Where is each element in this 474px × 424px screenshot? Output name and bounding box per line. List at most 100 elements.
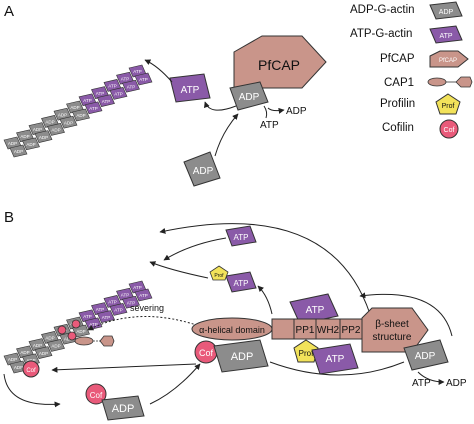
svg-text:ATP: ATP xyxy=(83,314,91,319)
alpha-helical-domain: α-helical domain xyxy=(191,317,273,341)
cofilin-on-filament: Cof xyxy=(22,319,81,378)
atp-bound-under-wh2: ATP xyxy=(311,343,359,375)
arrow-to-pfcap-a xyxy=(214,113,239,157)
adp-free-b: ADP xyxy=(101,395,145,421)
svg-text:ATP: ATP xyxy=(326,354,345,365)
legend-cap1-label: CAP1 xyxy=(384,77,414,89)
svg-text:ADP: ADP xyxy=(14,149,23,154)
actin-subunit: ADP xyxy=(47,123,65,136)
atp-profilin-complex: ATP Prof xyxy=(209,265,257,293)
arrow-beta-to-atp xyxy=(359,292,453,337)
svg-text:ATP: ATP xyxy=(121,76,129,81)
actin-subunit: ADP xyxy=(34,346,53,359)
pfcap-label: PfCAP xyxy=(258,57,300,73)
exchange-in-b: ATP xyxy=(412,378,431,389)
svg-text:ADP: ADP xyxy=(112,403,135,415)
arrow-atp-in-a xyxy=(263,105,268,119)
svg-text:ATP: ATP xyxy=(306,305,325,316)
atp-monomer-label: ATP xyxy=(181,85,200,96)
svg-text:Prof: Prof xyxy=(299,349,314,358)
adp-bound-beta: ADP xyxy=(403,339,449,371)
svg-text:ADP: ADP xyxy=(70,105,79,110)
actin-subunit: ATP xyxy=(84,101,103,115)
svg-text:ADP: ADP xyxy=(39,135,48,140)
svg-text:ATP: ATP xyxy=(108,300,116,305)
svg-text:ATP: ATP xyxy=(114,92,122,97)
actin-subunit: ATP xyxy=(122,295,140,309)
actin-filament-a: ADPADPADPADPADPADPADPADPADPADPADPADPATPA… xyxy=(3,64,153,158)
legend-cofilin-icon: Cof xyxy=(439,119,459,139)
legend-profilin-icon: Prof xyxy=(435,93,461,115)
svg-text:ATP: ATP xyxy=(234,233,249,242)
legend-cap1-icon xyxy=(427,76,473,88)
actin-subunit: ADP xyxy=(72,108,90,122)
beta-sheet-structure: β-sheet structure xyxy=(361,307,429,353)
svg-text:ATP: ATP xyxy=(139,77,147,82)
arrow-to-atp-profilin xyxy=(257,285,273,315)
exchange-out-b: ADP xyxy=(446,378,467,389)
svg-text:ADP: ADP xyxy=(8,141,17,146)
svg-text:ATP: ATP xyxy=(108,84,116,89)
panel-b-label: B xyxy=(4,209,14,226)
exchange-in-a: ATP xyxy=(260,120,279,131)
beta-sheet-line1: β-sheet xyxy=(375,319,409,330)
legend-pfcap-label: PfCAP xyxy=(380,53,415,65)
svg-text:ATP: ATP xyxy=(439,33,452,40)
svg-text:ADP: ADP xyxy=(14,365,23,370)
svg-text:ATP: ATP xyxy=(114,308,122,313)
svg-text:ATP: ATP xyxy=(133,285,141,290)
arrow-cap-to-filament xyxy=(51,363,197,373)
adp-bound-alpha: ADP xyxy=(213,339,269,373)
arrow-to-filament-a xyxy=(144,59,173,83)
actin-subunit: ADP xyxy=(47,339,65,352)
wh2-label: WH2 xyxy=(317,325,340,336)
svg-text:ATP: ATP xyxy=(133,69,141,74)
svg-text:Cof: Cof xyxy=(26,368,36,374)
svg-text:ADP: ADP xyxy=(64,336,73,341)
actin-subunit: ATP xyxy=(109,303,128,316)
actin-subunit: ATP xyxy=(109,87,128,100)
legend-profilin-label: Profilin xyxy=(380,98,415,110)
pfcap-shape: PfCAP xyxy=(233,35,327,89)
svg-text:ADP: ADP xyxy=(20,134,29,139)
legend-adp-icon: ADP xyxy=(429,1,463,20)
svg-text:PfCAP: PfCAP xyxy=(439,58,457,64)
svg-text:Cof: Cof xyxy=(199,348,214,358)
svg-text:ADP: ADP xyxy=(231,351,254,363)
adp-actin-free-a: ADP xyxy=(183,151,221,187)
arrow-exchange-b xyxy=(417,371,445,385)
svg-text:ATP: ATP xyxy=(234,279,249,288)
svg-text:ADP: ADP xyxy=(439,9,454,16)
legend: ADP-G-actin ADP ATP-G-actin ATP PfCAP Pf… xyxy=(350,1,473,139)
svg-text:ADP: ADP xyxy=(415,351,436,362)
legend-atp-icon: ATP xyxy=(429,25,463,44)
beta-sheet-line2: structure xyxy=(373,332,412,343)
svg-text:ATP: ATP xyxy=(83,98,91,103)
atp-monomer-top: ATP xyxy=(225,225,257,247)
svg-text:ATP: ATP xyxy=(139,293,147,298)
atp-actin-monomer-a: ATP xyxy=(169,73,211,103)
svg-text:ADP: ADP xyxy=(51,128,60,133)
connector-bottom xyxy=(269,361,405,376)
svg-text:ATP: ATP xyxy=(127,300,135,305)
svg-text:ADP: ADP xyxy=(26,142,35,147)
arrow-top-arc xyxy=(159,223,371,315)
svg-text:ATP: ATP xyxy=(121,292,129,297)
alpha-domain-label: α-helical domain xyxy=(199,325,265,335)
svg-text:ATP: ATP xyxy=(127,84,135,89)
svg-text:ADP: ADP xyxy=(45,336,54,341)
actin-subunit: ADP xyxy=(22,137,40,151)
adp-actin-bound-a: ADP xyxy=(229,81,269,111)
svg-text:Prof: Prof xyxy=(442,103,455,110)
exchange-out-a: ADP xyxy=(286,106,307,117)
arrow-atp-top-to-filament xyxy=(163,237,227,261)
profilin-bound-b: Prof xyxy=(293,339,319,363)
actin-subunit: ATP xyxy=(97,310,115,323)
svg-text:Cof: Cof xyxy=(444,127,455,134)
svg-text:ADP: ADP xyxy=(45,120,54,125)
adp-bound-label: ADP xyxy=(239,92,260,103)
cofilin-free-b: Cof xyxy=(85,383,107,405)
arrow-adp-out-a xyxy=(267,107,285,114)
svg-text:Cof: Cof xyxy=(90,391,103,400)
